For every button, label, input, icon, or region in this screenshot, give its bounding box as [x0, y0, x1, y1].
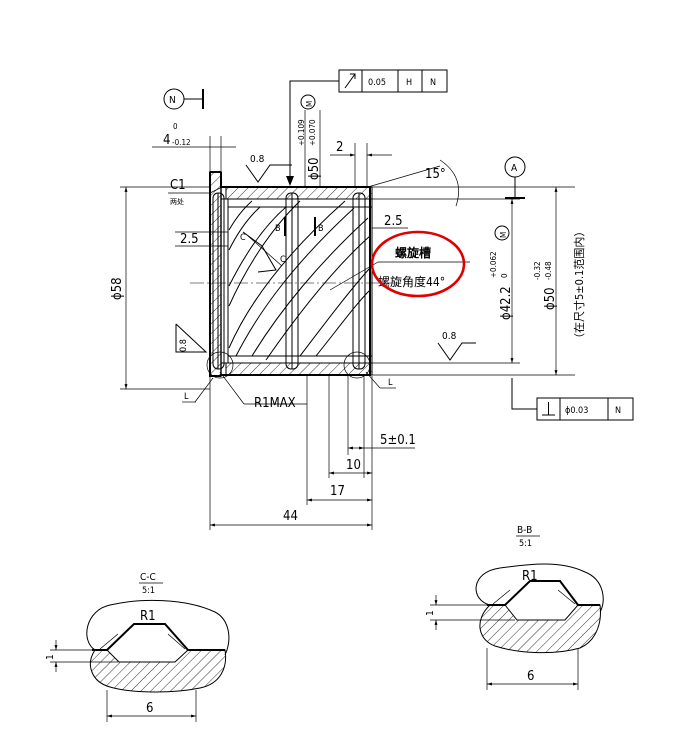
- dim-bore-mark: M: [305, 101, 314, 107]
- dim-50-upper: -0.32: [533, 261, 542, 280]
- perp-tol: ϕ0.03: [565, 406, 588, 416]
- roughness-right: 0.8: [442, 331, 457, 342]
- main-view: C C B B: [190, 171, 398, 379]
- dim-top-width-upper: 0: [173, 122, 178, 131]
- roughness-left: 0.8: [179, 339, 189, 352]
- angle-15: 15°: [425, 167, 446, 182]
- dim-5: 5±0.1: [380, 433, 416, 448]
- section-bb-r: R1: [522, 569, 538, 584]
- section-mark-c: C: [240, 233, 246, 243]
- section-bb-depth: 1: [425, 610, 436, 616]
- chamfer-label: C1: [170, 178, 186, 193]
- dim-422-nominal: ϕ42.2: [499, 286, 514, 320]
- chamfer-note: 两处: [170, 197, 184, 206]
- red-highlight-ellipse: [370, 230, 466, 298]
- dim-50-lower: -0.48: [544, 261, 553, 280]
- main-dimensions: N 4 0 -0.12 0.8 0.05 H N ϕ50 +0.109 +0.0…: [110, 69, 634, 530]
- dim-25-right: 2.5: [384, 214, 403, 229]
- datum-a-label: A: [511, 163, 518, 174]
- dim-44: 44: [283, 509, 298, 524]
- section-mark-b2: B: [318, 224, 324, 234]
- dim-bore-lower: +0.070: [308, 119, 317, 146]
- section-mark-b: B: [275, 224, 281, 234]
- roughness-top: 0.8: [250, 154, 265, 165]
- dim-50-nominal: ϕ50: [543, 287, 558, 310]
- dim-17: 17: [330, 484, 345, 499]
- spiral-angle: 螺旋角度44°: [378, 274, 445, 289]
- runout-tol: 0.05: [368, 78, 386, 88]
- section-cc-r: R1: [140, 609, 156, 624]
- dim-50-note: （在尺寸5±0.1范围内）: [572, 226, 586, 344]
- section-cc-width: 6: [146, 701, 153, 716]
- section-cc-scale: 5:1: [142, 586, 155, 596]
- dim-58: ϕ58: [110, 277, 125, 300]
- runout-ref1: H: [406, 78, 412, 88]
- dim-422-mark: M: [499, 232, 508, 238]
- section-bb-width: 6: [527, 669, 534, 684]
- dim-bore-upper: +0.109: [297, 119, 306, 146]
- dim-25-left: 2.5: [180, 232, 199, 247]
- r1max: R1MAX: [254, 396, 296, 411]
- dim-2: 2: [336, 140, 343, 155]
- section-cc-depth: 1: [45, 654, 56, 660]
- dim-422-lower: 0: [500, 273, 509, 278]
- dim-top-width: 4: [163, 133, 170, 148]
- perp-ref: N: [615, 406, 621, 416]
- datum-n-label: N: [169, 95, 176, 106]
- section-bb-title: B-B: [517, 525, 532, 536]
- runout-ref2: N: [430, 78, 436, 88]
- section-mark-c2: C: [280, 255, 286, 265]
- section-bb: B-B 5:1 R1 1 6: [425, 525, 604, 690]
- section-cc: C-C 5:1 R1 1 6: [45, 572, 230, 722]
- section-bb-scale: 5:1: [519, 539, 532, 549]
- dim-10: 10: [346, 458, 361, 473]
- section-cc-title: C-C: [140, 572, 156, 583]
- label-l-right: L: [388, 378, 393, 388]
- dim-422-upper: +0.062: [489, 251, 498, 278]
- dim-bore-nominal: ϕ50: [307, 157, 322, 180]
- spiral-title: 螺旋槽: [395, 245, 431, 260]
- dim-top-width-lower: -0.12: [172, 138, 191, 147]
- label-l-left: L: [184, 392, 189, 402]
